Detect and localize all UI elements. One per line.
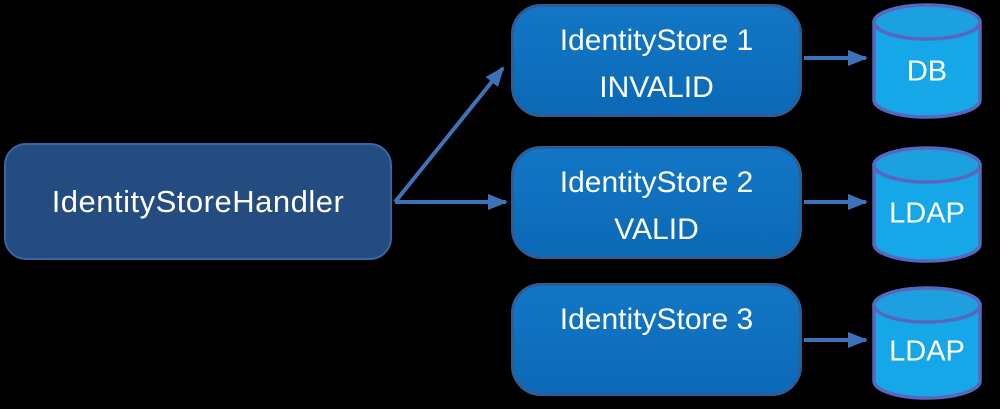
store3-title: IdentityStore 3 <box>559 303 754 336</box>
store1-status: INVALID <box>599 71 714 104</box>
store2-title: IdentityStore 2 <box>559 166 754 199</box>
cylinder-label-ldap-2: LDAP <box>889 197 965 230</box>
arrow-handler-to-store1 <box>393 66 505 204</box>
node-identity-store-1: IdentityStore 1 INVALID <box>511 4 802 117</box>
handler-label: IdentityStoreHandler <box>51 183 345 219</box>
store1-title: IdentityStore 1 <box>559 24 754 57</box>
store2-status: VALID <box>614 213 699 246</box>
database-cylinder-ldap-3 <box>872 286 982 400</box>
database-cylinder-ldap-2 <box>872 146 982 263</box>
database-cylinder-db <box>872 3 982 119</box>
node-identity-store-3: IdentityStore 3 <box>511 283 802 396</box>
node-identity-store-handler: IdentityStoreHandler <box>4 143 392 260</box>
cylinder-label-ldap-3: LDAP <box>889 335 965 368</box>
node-identity-store-2: IdentityStore 2 VALID <box>511 146 802 259</box>
cylinder-label-db: DB <box>906 55 948 88</box>
